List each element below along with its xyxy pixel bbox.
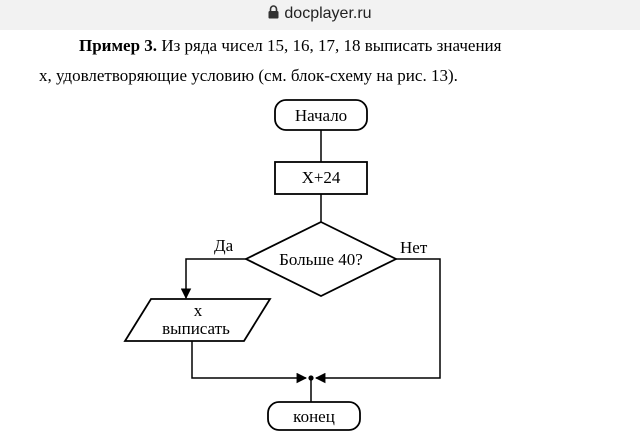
connector-output-merge: [191, 341, 308, 384]
paragraph-line-1: Пример 3. Из ряда чисел 15, 16, 17, 18 в…: [79, 36, 501, 56]
no-label: Нет: [400, 238, 428, 257]
url-display[interactable]: docplayer.ru: [0, 5, 640, 23]
paragraph-line-2: х, удовлетворяющие условию (см. блок-схе…: [39, 66, 458, 85]
output-label-line-1: x: [194, 301, 203, 320]
start-label: Начало: [295, 106, 347, 125]
paragraph-text-1: Из ряда чисел 15, 16, 17, 18 выписать зн…: [157, 36, 502, 55]
connector-yes-branch: [180, 258, 246, 300]
decision-label: Больше 40?: [279, 250, 363, 269]
yes-label: Да: [214, 236, 234, 255]
start-terminator: [274, 99, 368, 131]
url-text: docplayer.ru: [284, 5, 372, 22]
connector-no-branch: [314, 258, 441, 384]
process-block: [274, 161, 368, 195]
output-parallelogram: [123, 298, 272, 342]
decision-diamond: [243, 220, 399, 298]
output-label-line-2: выписать: [162, 319, 230, 338]
end-label: конец: [293, 407, 335, 426]
process-label: X+24: [302, 168, 341, 187]
end-terminator: [267, 401, 361, 431]
lock-icon: [268, 5, 279, 19]
example-label: Пример 3.: [79, 36, 158, 55]
